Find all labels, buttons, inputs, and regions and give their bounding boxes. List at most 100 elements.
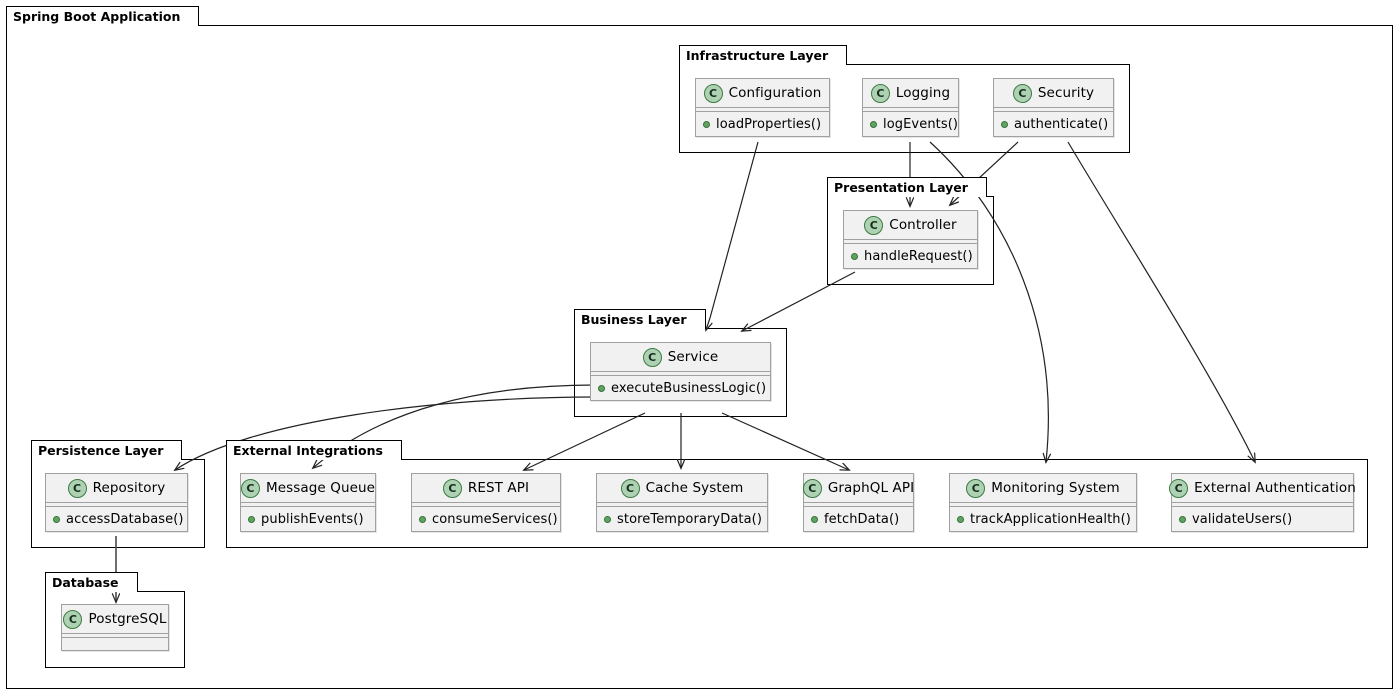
class-box-logging[interactable]: C Logging logEvents(): [862, 78, 959, 137]
class-method-row: accessDatabase(): [46, 507, 187, 531]
public-visibility-icon: [604, 515, 611, 523]
package-tab-persistence-layer: Persistence Layer: [31, 440, 183, 461]
class-method-row: handleRequest(): [844, 244, 977, 268]
public-visibility-icon: [957, 515, 964, 523]
class-header-controller: C Controller: [844, 211, 977, 240]
method-name-validateusers: validateUsers(): [1192, 511, 1293, 527]
public-visibility-icon: [811, 515, 818, 523]
package-label-business-layer: Business Layer: [581, 312, 687, 327]
package-tab-external-integrations: External Integrations: [226, 440, 402, 460]
class-method-row: publishEvents(): [241, 507, 375, 531]
package-body-spring-boot-application: [6, 25, 1393, 689]
class-stereotype-icon: C: [802, 478, 822, 498]
class-stereotype-icon: C: [620, 478, 640, 498]
package-tab-database: Database: [45, 572, 138, 592]
class-separator: [412, 503, 560, 507]
class-method-row: executeBusinessLogic(): [591, 376, 770, 400]
class-method-row: authenticate(): [994, 112, 1113, 136]
class-separator: [863, 108, 958, 112]
class-box-postgresql[interactable]: C PostgreSQL: [61, 604, 169, 651]
class-separator: [1172, 503, 1353, 507]
class-stereotype-icon: C: [1169, 478, 1189, 498]
class-method-row: fetchData(): [804, 507, 913, 531]
folder-tab-slant: [164, 441, 177, 461]
method-name-executebusinesslogic: executeBusinessLogic(): [611, 380, 767, 396]
class-stereotype-icon: C: [870, 83, 890, 103]
class-box-rest-api[interactable]: C REST API consumeServices(): [411, 473, 561, 532]
class-header-cache-system: C Cache System: [597, 474, 767, 503]
method-name-authenticate: authenticate(): [1014, 116, 1109, 132]
class-separator: [696, 108, 829, 112]
method-name-logevents: logEvents(): [883, 116, 959, 132]
class-method-row: storeTemporaryData(): [597, 507, 767, 531]
class-header-external-authentication: C External Authentication: [1169, 474, 1356, 503]
class-stereotype-icon: C: [966, 478, 986, 498]
package-title-spring-boot-application: Spring Boot Application: [13, 9, 181, 24]
class-box-controller[interactable]: C Controller handleRequest(): [843, 210, 978, 269]
public-visibility-icon: [1179, 515, 1186, 523]
class-header-rest-api: C REST API: [412, 474, 560, 503]
package-label-persistence-layer: Persistence Layer: [38, 443, 164, 458]
class-name-security: Security: [1037, 85, 1095, 101]
public-visibility-icon: [53, 515, 60, 523]
class-stereotype-icon: C: [240, 478, 260, 498]
class-method-row: validateUsers(): [1172, 507, 1353, 531]
class-separator: [46, 503, 187, 507]
class-header-security: C Security: [994, 79, 1113, 108]
class-name-service: Service: [667, 349, 719, 365]
class-header-configuration: C Configuration: [696, 79, 829, 108]
class-name-external-authentication: External Authentication: [1194, 480, 1356, 496]
class-separator: [844, 240, 977, 244]
folder-tab-slant: [829, 46, 842, 66]
class-box-configuration[interactable]: C Configuration loadProperties(): [695, 78, 830, 137]
public-visibility-icon: [419, 515, 426, 523]
class-header-graphql-api: C GraphQL API: [802, 474, 915, 503]
class-name-rest-api: REST API: [467, 480, 530, 496]
package-tab-business-layer: Business Layer: [574, 309, 706, 329]
method-name-loadproperties: loadProperties(): [716, 116, 822, 132]
package-tab-presentation-layer: Presentation Layer: [827, 177, 987, 197]
class-name-logging: Logging: [895, 85, 951, 101]
folder-tab-slant: [688, 310, 701, 330]
class-box-external-authentication[interactable]: C External Authentication validateUsers(…: [1169, 473, 1356, 532]
public-visibility-icon: [1001, 120, 1008, 128]
package-tab-infrastructure-layer: Infrastructure Layer: [679, 45, 848, 66]
class-name-repository: Repository: [92, 480, 166, 496]
class-box-message-queue[interactable]: C Message Queue publishEvents(): [240, 473, 376, 532]
method-name-accessdatabase: accessDatabase(): [66, 511, 184, 527]
class-name-monitoring-system: Monitoring System: [991, 480, 1120, 496]
class-box-graphql-api[interactable]: C GraphQL API fetchData(): [802, 473, 915, 532]
class-box-service[interactable]: C Service executeBusinessLogic(): [590, 342, 771, 401]
class-header-service: C Service: [591, 343, 770, 372]
class-name-controller: Controller: [889, 217, 957, 233]
package-body-infrastructure-layer: [679, 64, 1130, 153]
class-header-monitoring-system: C Monitoring System: [950, 474, 1136, 503]
class-stereotype-icon: C: [864, 215, 884, 235]
class-box-cache-system[interactable]: C Cache System storeTemporaryData(): [596, 473, 768, 532]
public-visibility-icon: [703, 120, 710, 128]
public-visibility-icon: [598, 384, 605, 392]
class-header-logging: C Logging: [863, 79, 958, 108]
folder-tab-slant: [120, 573, 133, 593]
class-method-row: trackApplicationHealth(): [950, 507, 1136, 531]
class-separator: [994, 108, 1113, 112]
class-separator: [950, 503, 1136, 507]
class-separator: [804, 503, 913, 507]
class-method-row: loadProperties(): [696, 112, 829, 136]
class-box-repository[interactable]: C Repository accessDatabase(): [45, 473, 188, 532]
class-stereotype-icon: C: [63, 609, 83, 629]
class-separator: [597, 503, 767, 507]
method-name-fetchdata: fetchData(): [824, 511, 900, 527]
class-stereotype-icon: C: [67, 478, 87, 498]
folder-tab-slant: [181, 7, 194, 27]
method-name-publishevents: publishEvents(): [261, 511, 364, 527]
class-stereotype-icon: C: [642, 347, 662, 367]
package-label-external-integrations: External Integrations: [233, 443, 383, 458]
package-label-infrastructure-layer: Infrastructure Layer: [686, 48, 829, 63]
class-box-security[interactable]: C Security authenticate(): [993, 78, 1114, 137]
class-header-postgresql: C PostgreSQL: [62, 605, 168, 634]
class-box-monitoring-system[interactable]: C Monitoring System trackApplicationHeal…: [949, 473, 1137, 532]
class-name-graphql-api: GraphQL API: [827, 480, 915, 496]
package-label-database: Database: [52, 575, 119, 590]
